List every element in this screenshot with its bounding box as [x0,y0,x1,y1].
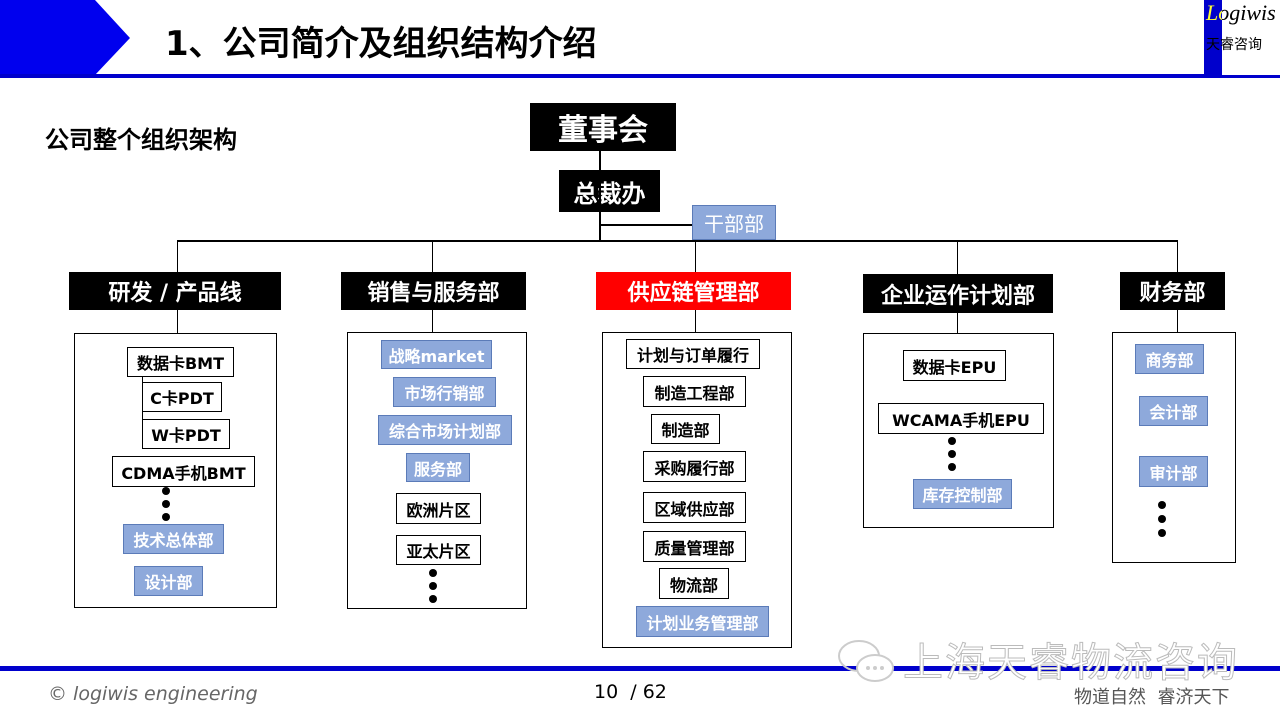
page-title: 1、公司简介及组织结构介绍 [165,24,597,64]
unit-box: CDMA手机BMT [112,456,255,487]
unit-box: 市场行销部 [393,377,496,407]
ellipsis-dot [948,450,956,458]
ellipsis-dot [1158,515,1166,523]
footer-divider [0,666,1280,671]
ellipsis-dot [948,437,956,445]
unit-box: 制造部 [651,414,720,444]
header-arrow-shape [0,0,130,75]
logo: Logiwis 天睿咨询 [1204,0,1280,75]
dept-header-planning: 企业运作计划部 [863,274,1053,313]
ellipsis-dot [162,513,170,521]
unit-box: 库存控制部 [913,479,1012,509]
header-divider [0,74,1280,78]
unit-box: 战略market [381,340,492,369]
cadre-dept-box: 干部部 [692,205,776,240]
unit-box: WCAMA手机EPU [878,403,1044,434]
unit-box: 数据卡EPU [903,350,1006,381]
ellipsis-dot [429,595,437,603]
ellipsis-dot [429,582,437,590]
unit-box: 设计部 [134,566,203,596]
unit-box: 商务部 [1135,344,1204,374]
dept-header-sales: 销售与服务部 [341,272,526,310]
president-office-box: 总裁办 [559,170,660,212]
logo-text: Logiwis [1206,0,1276,25]
wechat-icon [838,640,894,682]
dept-header-supply-chain: 供应链管理部 [596,272,791,310]
connector-line [600,224,692,226]
unit-box: 计划业务管理部 [636,606,769,637]
unit-box: 计划与订单履行 [626,339,760,369]
copyright: © logiwis engineering [48,683,258,705]
unit-box: 审计部 [1139,456,1208,487]
dept-header-rd: 研发 / 产品线 [69,272,281,310]
page-number: 10 / 62 [594,681,667,703]
ellipsis-dot [1158,529,1166,537]
unit-box: W卡PDT [142,419,230,449]
unit-box: 会计部 [1139,396,1208,426]
ellipsis-dot [429,569,437,577]
unit-box: 亚太片区 [396,535,481,565]
unit-box: 采购履行部 [643,451,746,482]
section-subtitle: 公司整个组织架构 [45,126,237,154]
unit-box: 技术总体部 [123,524,224,554]
dept-header-finance: 财务部 [1120,272,1225,310]
unit-box: 数据卡BMT [127,347,234,377]
watermark: 上海天睿物流咨询 [903,640,1239,687]
ellipsis-dot [948,463,956,471]
unit-box: 综合市场计划部 [378,415,512,445]
ellipsis-dot [1158,501,1166,509]
slogan: 物道自然 睿济天下 [1074,687,1230,708]
unit-box: 制造工程部 [643,376,746,407]
unit-box: 质量管理部 [643,531,746,562]
connector-line [599,151,601,241]
ellipsis-dot [162,500,170,508]
unit-box: 物流部 [659,568,729,599]
connector-line [177,240,1178,242]
board-box: 董事会 [530,103,676,151]
ellipsis-dot [162,487,170,495]
unit-box: 服务部 [406,453,470,482]
unit-box: C卡PDT [142,382,222,412]
unit-box: 欧洲片区 [396,493,481,524]
logo-subtext: 天睿咨询 [1206,37,1262,53]
unit-box: 区域供应部 [643,492,746,523]
